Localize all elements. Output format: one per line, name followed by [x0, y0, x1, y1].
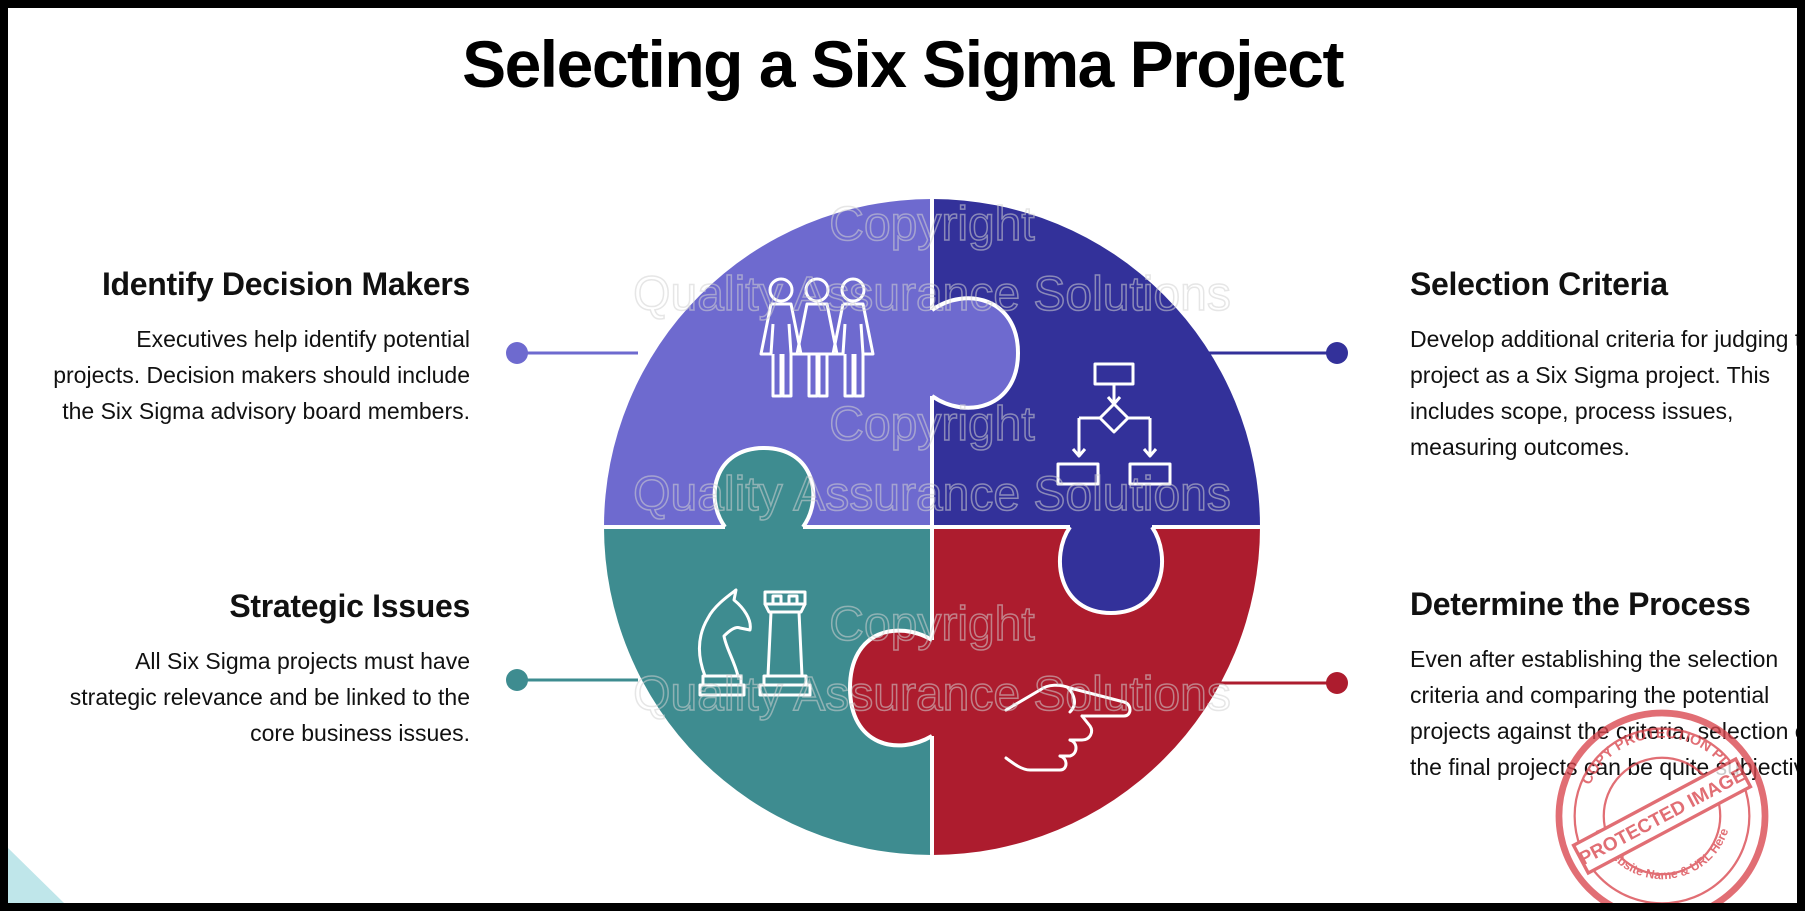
- block-determine-the-process: Determine the Process Even after establi…: [1410, 586, 1797, 785]
- connector-top-left: [506, 342, 638, 364]
- pointing-hand-icon: [1004, 683, 1132, 772]
- text-determine-the-process: Even after establishing the selection cr…: [1410, 646, 1797, 780]
- tab-top-left-right: [930, 296, 1021, 410]
- stamp-center-text: PROTECTED IMAGE: [1576, 764, 1749, 869]
- slide: Selecting a Six Sigma Project: [8, 8, 1797, 903]
- copy-protection-stamp: COPY PROTECTION PLUS My Website Name & U…: [1555, 709, 1769, 903]
- watermark-line1: Copyright: [829, 198, 1034, 251]
- corner-accent: [8, 848, 64, 903]
- connector-bottom-left: [506, 669, 638, 691]
- flowchart-icon: [1056, 362, 1172, 486]
- watermark-line1-repeat: Copyright: [829, 398, 1034, 451]
- heading-strategic-issues: Strategic Issues: [229, 588, 470, 624]
- connector-top-right: [1208, 342, 1348, 364]
- puzzle-diagram: Copyright Quality Assurance Solutions Co…: [8, 197, 1348, 903]
- chess-pieces-icon: [697, 588, 812, 697]
- heading-determine-the-process: Determine the Process: [1410, 586, 1751, 622]
- block-identify-decision-makers: Identify Decision Makers Executives help…: [50, 266, 470, 429]
- watermark: Copyright Quality Assurance Solutions Co…: [632, 197, 1231, 722]
- watermark-line2: Quality Assurance Solutions: [633, 268, 1231, 321]
- block-selection-criteria: Selection Criteria Develop additional cr…: [1410, 266, 1797, 465]
- text-strategic-issues: All Six Sigma projects must have strateg…: [69, 648, 470, 746]
- text-identify-decision-makers: Executives help identify potential proje…: [53, 326, 470, 424]
- tab-top-right-down: [1057, 525, 1165, 616]
- connector-bottom-right: [1208, 672, 1348, 694]
- tab-bottom-right-left: [847, 628, 934, 748]
- people-icon: [759, 277, 875, 398]
- heading-identify-decision-makers: Identify Decision Makers: [101, 266, 470, 302]
- watermark-line2-repeat-2: Quality Assurance Solutions: [633, 668, 1231, 721]
- page-title: Selecting a Six Sigma Project: [462, 27, 1344, 101]
- block-strategic-issues: Strategic Issues All Six Sigma projects …: [50, 588, 471, 751]
- text-selection-criteria: Develop additional criteria for judging …: [1410, 326, 1797, 460]
- tab-bottom-left-up: [712, 445, 816, 529]
- watermark-line2-repeat: Quality Assurance Solutions: [633, 468, 1231, 521]
- watermark-line1-repeat-2: Copyright: [829, 598, 1034, 651]
- heading-selection-criteria: Selection Criteria: [1410, 266, 1668, 302]
